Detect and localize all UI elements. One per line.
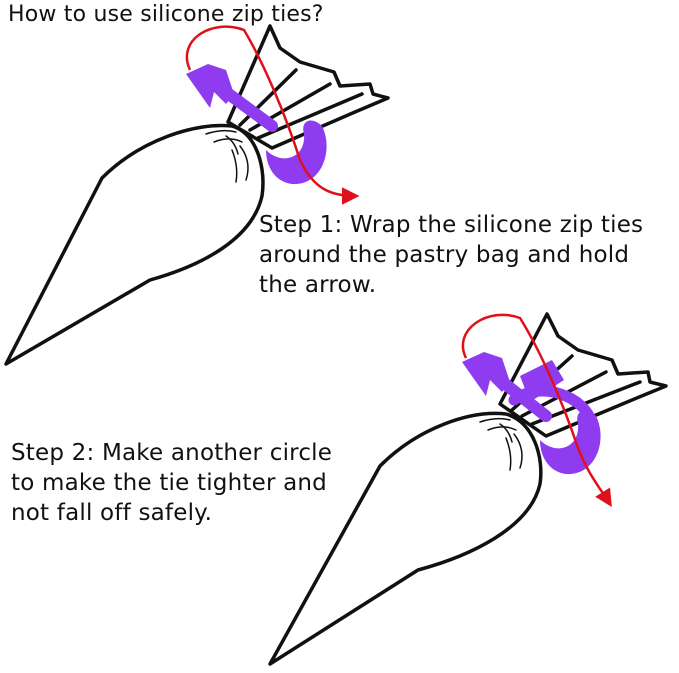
page-title: How to use silicone zip ties? bbox=[8, 2, 324, 27]
silicone-zip-tie-icon-2 bbox=[462, 352, 601, 475]
step-1-illustration bbox=[4, 24, 390, 366]
step-2-line-2: to make the tie tighter and bbox=[11, 470, 327, 496]
step-1-line-1: Step 1: Wrap the silicone zip ties bbox=[259, 212, 644, 238]
direction-arrow-icon bbox=[185, 25, 360, 205]
direction-arrow-icon-2 bbox=[461, 313, 612, 507]
pastry-bag-icon-2 bbox=[268, 411, 543, 666]
pastry-bag-icon bbox=[4, 123, 265, 366]
step-2-illustration bbox=[268, 312, 668, 666]
step-2-line-3: not fall off safely. bbox=[11, 500, 213, 526]
step-1-line-3: the arrow. bbox=[259, 272, 377, 298]
step-1-caption: Step 1: Wrap the silicone zip ties aroun… bbox=[259, 210, 643, 300]
silicone-zip-tie-icon bbox=[186, 64, 327, 185]
step-2-caption: Step 2: Make another circle to make the … bbox=[11, 438, 332, 528]
step-2-line-1: Step 2: Make another circle bbox=[11, 440, 333, 466]
step-1-line-2: around the pastry bag and hold bbox=[259, 242, 630, 268]
